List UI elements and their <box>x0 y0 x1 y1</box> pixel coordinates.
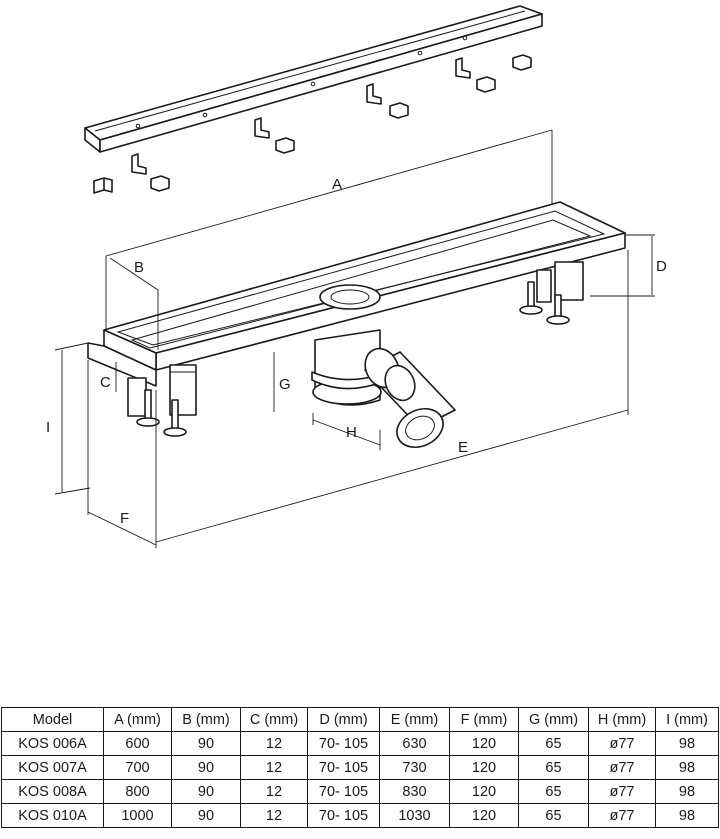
table-row: KOS 008A 800 90 12 70- 105 830 120 65 ø7… <box>1 779 719 804</box>
label-e: E <box>458 439 468 456</box>
label-i: I <box>46 419 50 436</box>
header-model: Model <box>1 707 104 732</box>
support-feet <box>127 261 584 437</box>
cell-c: 12 <box>240 779 308 804</box>
cell-d: 70- 105 <box>307 731 380 756</box>
cell-i: 98 <box>655 731 719 756</box>
cell-a: 600 <box>103 731 172 756</box>
header-h: H (mm) <box>588 707 656 732</box>
drain-technical-drawing: A B C D E F G H I <box>46 5 667 548</box>
cell-g: 65 <box>518 803 589 828</box>
cell-e: 630 <box>379 731 450 756</box>
cell-d: 70- 105 <box>307 779 380 804</box>
cell-h: ø77 <box>588 731 656 756</box>
cell-model: KOS 010A <box>1 803 104 828</box>
cell-f: 120 <box>449 755 519 780</box>
cell-f: 120 <box>449 803 519 828</box>
table-header-row: Model A (mm) B (mm) C (mm) D (mm) E (mm)… <box>1 707 719 732</box>
table-row: KOS 010A 1000 90 12 70- 105 1030 120 65 … <box>1 803 719 828</box>
cell-a: 1000 <box>103 803 172 828</box>
cell-b: 90 <box>171 779 241 804</box>
cell-b: 90 <box>171 803 241 828</box>
header-g: G (mm) <box>518 707 589 732</box>
cell-i: 98 <box>655 755 719 780</box>
header-c: C (mm) <box>240 707 308 732</box>
label-f: F <box>120 510 129 527</box>
cell-a: 700 <box>103 755 172 780</box>
label-d: D <box>656 258 667 275</box>
label-b: B <box>134 259 144 276</box>
cell-model: KOS 008A <box>1 779 104 804</box>
cell-i: 98 <box>655 803 719 828</box>
cell-a: 800 <box>103 779 172 804</box>
cell-model: KOS 007A <box>1 755 104 780</box>
label-h: H <box>346 424 357 441</box>
siphon-outlet <box>311 329 456 449</box>
table-row: KOS 007A 700 90 12 70- 105 730 120 65 ø7… <box>1 755 719 780</box>
cell-d: 70- 105 <box>307 803 380 828</box>
cell-c: 12 <box>240 755 308 780</box>
cell-h: ø77 <box>588 755 656 780</box>
dimension-lines <box>54 129 655 548</box>
cell-f: 120 <box>449 779 519 804</box>
label-a: A <box>332 176 342 193</box>
cell-e: 1030 <box>379 803 450 828</box>
cell-g: 65 <box>518 731 589 756</box>
cell-h: ø77 <box>588 779 656 804</box>
header-e: E (mm) <box>379 707 450 732</box>
cell-f: 120 <box>449 731 519 756</box>
header-a: A (mm) <box>103 707 172 732</box>
header-b: B (mm) <box>171 707 241 732</box>
cell-b: 90 <box>171 731 241 756</box>
cell-e: 730 <box>379 755 450 780</box>
cell-c: 12 <box>240 731 308 756</box>
cell-g: 65 <box>518 755 589 780</box>
dimension-labels: A B C D E F G H I <box>46 176 667 527</box>
grate-cover <box>84 5 543 153</box>
cell-c: 12 <box>240 803 308 828</box>
header-d: D (mm) <box>307 707 380 732</box>
cell-i: 98 <box>655 779 719 804</box>
cell-h: ø77 <box>588 803 656 828</box>
cell-model: KOS 006A <box>1 731 104 756</box>
drain-channel <box>87 201 626 387</box>
table-row: KOS 006A 600 90 12 70- 105 630 120 65 ø7… <box>1 731 719 756</box>
label-c: C <box>100 374 111 391</box>
header-i: I (mm) <box>655 707 719 732</box>
specifications-table: Model A (mm) B (mm) C (mm) D (mm) E (mm)… <box>1 707 719 828</box>
cell-e: 830 <box>379 779 450 804</box>
cell-g: 65 <box>518 779 589 804</box>
cell-b: 90 <box>171 755 241 780</box>
label-g: G <box>279 376 291 393</box>
header-f: F (mm) <box>449 707 519 732</box>
mounting-clips <box>93 54 532 194</box>
cell-d: 70- 105 <box>307 755 380 780</box>
